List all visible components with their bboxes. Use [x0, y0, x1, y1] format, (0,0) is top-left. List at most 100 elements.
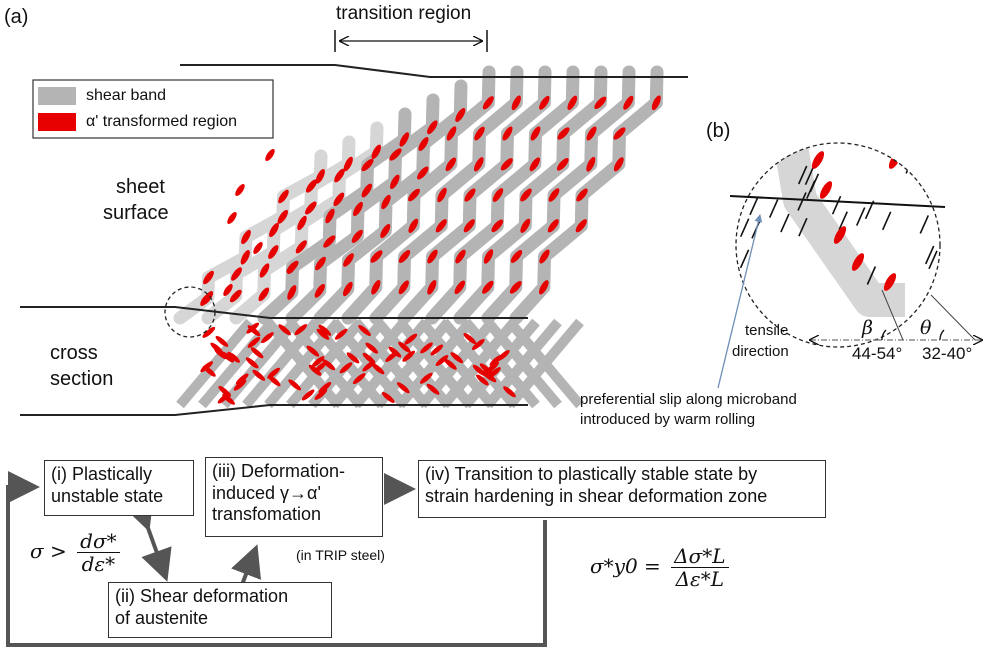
panel-b-label: (b)	[706, 120, 731, 142]
alpha-region	[613, 127, 626, 140]
alpha-region	[215, 335, 229, 347]
sheet-outline	[20, 64, 688, 416]
alpha-region	[323, 235, 336, 248]
alpha-region	[474, 126, 485, 141]
slip-line	[768, 199, 779, 218]
alpha-region	[404, 333, 418, 345]
alpha-region	[388, 346, 402, 358]
alpha-region	[539, 249, 550, 264]
alpha-region	[576, 188, 588, 202]
alpha-region	[314, 361, 328, 373]
alpha-region	[538, 280, 549, 295]
tensile-label-1: tensile	[745, 322, 789, 339]
slip-line	[866, 266, 877, 285]
alpha-region	[509, 280, 522, 294]
alpha-region	[353, 201, 363, 217]
alpha-region	[314, 388, 328, 400]
alpha-region	[200, 294, 210, 306]
slip-line	[804, 166, 815, 186]
alpha-transformed-regions	[200, 95, 661, 405]
alpha-region	[235, 373, 249, 385]
alpha-region	[362, 360, 376, 372]
alpha-region	[455, 249, 466, 264]
alpha-region	[503, 386, 516, 398]
alpha-region	[346, 352, 360, 364]
detail-circle-small	[164, 286, 216, 338]
alpha-region	[361, 158, 374, 172]
alpha-region	[594, 96, 607, 110]
alpha-region	[371, 280, 381, 295]
alpha-region	[402, 350, 416, 362]
alpha-region	[217, 392, 231, 404]
flow-box-transformation: (iii) Deformation-induced γ→α'transfomat…	[205, 457, 383, 537]
alpha-region	[371, 363, 385, 375]
legend-transformed-label: α' transformed region	[86, 113, 238, 130]
alpha-region	[267, 367, 280, 379]
alpha-region	[278, 324, 291, 336]
alpha-region	[311, 356, 325, 368]
angle-beta-value: 44-54°	[852, 344, 903, 363]
transition-region-arrow	[334, 30, 488, 52]
slip-line	[809, 173, 820, 193]
alpha-region	[223, 284, 233, 296]
alpha-region	[502, 126, 513, 141]
alpha-region	[547, 219, 559, 233]
slip-line	[797, 192, 807, 211]
beta-symbol: β	[862, 317, 873, 339]
alpha-region	[398, 250, 411, 263]
alpha-region	[435, 219, 447, 233]
alpha-region	[253, 242, 263, 254]
alpha-region	[811, 151, 825, 169]
slip-line	[912, 143, 923, 154]
alpha-region	[370, 250, 383, 263]
alpha-region	[365, 342, 379, 354]
alpha-region	[883, 273, 897, 291]
alpha-region	[651, 95, 661, 111]
alpha-region	[265, 149, 275, 161]
flow-box-stable: (iv) Transition to plastically stable st…	[418, 460, 826, 518]
alpha-region	[488, 367, 501, 379]
alpha-region	[221, 351, 234, 363]
alpha-region	[445, 157, 457, 172]
alpha-region	[381, 392, 395, 403]
alpha-region	[277, 209, 288, 224]
alpha-region	[294, 324, 308, 336]
alpha-region	[229, 289, 242, 303]
alpha-region	[301, 389, 315, 401]
alpha-region	[399, 132, 410, 147]
slip-line	[831, 195, 842, 215]
alpha-region	[520, 218, 531, 233]
alpha-region	[235, 184, 245, 196]
alpha-region	[334, 168, 345, 183]
slip-line	[797, 165, 808, 185]
alpha-region	[408, 218, 419, 233]
slip-line	[838, 211, 848, 231]
alpha-region	[446, 126, 457, 141]
alpha-region	[833, 226, 847, 244]
slip-line	[798, 217, 808, 237]
alpha-region	[539, 95, 550, 110]
alpha-region	[202, 326, 216, 338]
alpha-region	[455, 108, 466, 122]
alpha-region	[463, 333, 477, 344]
alpha-region	[586, 156, 596, 172]
alpha-region	[389, 148, 402, 161]
slip-line	[749, 196, 759, 216]
alpha-region	[489, 354, 503, 366]
alpha-region	[295, 240, 307, 254]
alpha-region	[482, 96, 494, 110]
microband-note-2: introduced by warm rolling	[580, 411, 756, 428]
tensile-direction-line	[810, 289, 982, 340]
alpha-region	[450, 352, 464, 364]
alpha-region	[241, 229, 251, 245]
alpha-region	[483, 249, 494, 264]
alpha-region	[371, 144, 382, 159]
slip-line	[739, 218, 750, 238]
detail-circle-large	[729, 142, 946, 348]
alpha-region	[351, 229, 363, 243]
alpha-region	[435, 355, 449, 366]
alpha-region	[269, 222, 279, 238]
slip-line	[881, 211, 892, 231]
